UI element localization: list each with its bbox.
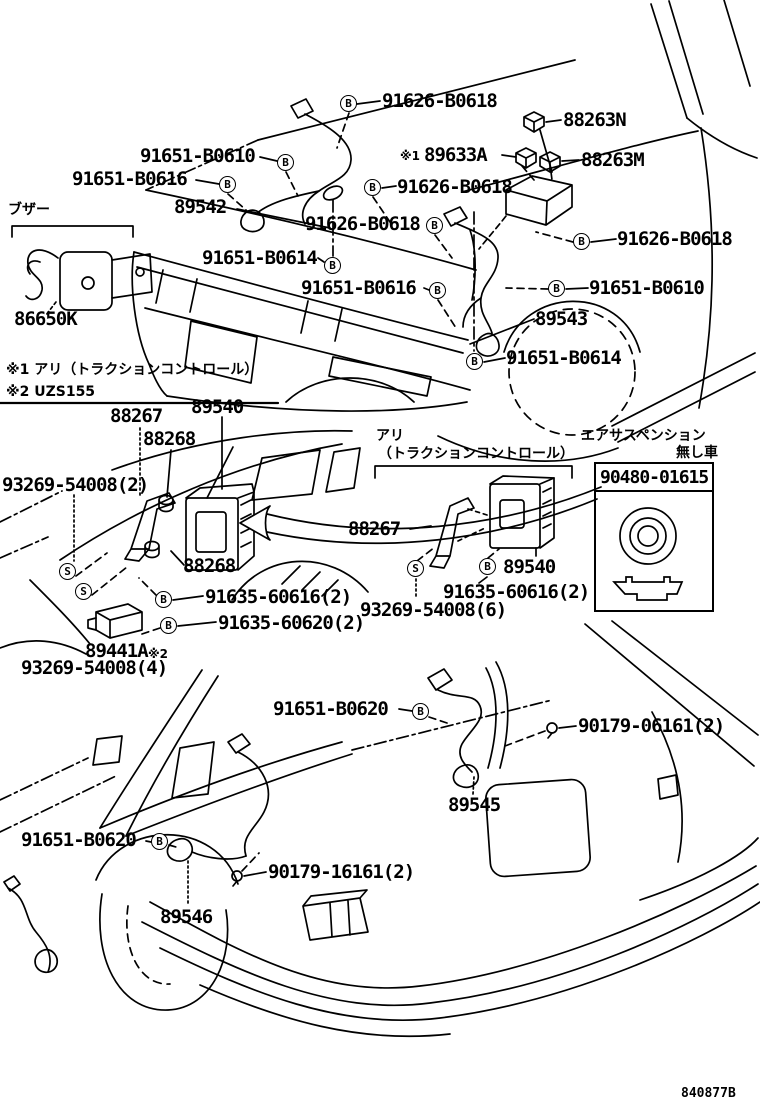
bolt-marker-icon: B (466, 353, 483, 370)
front-car-art (131, 0, 758, 443)
bolt-marker-icon: B (160, 617, 177, 634)
part-label-89540-1: 89540 (191, 396, 244, 418)
part-label-89441A: 89441A (85, 640, 149, 662)
bolt-marker-icon: B (429, 282, 446, 299)
part-label-91635-60620: 91635-60620(2) (218, 612, 365, 634)
note1-caption: ※1 アリ（トラクションコントロール） (6, 362, 259, 378)
front-right-abs-harness-art (443, 206, 500, 357)
part-label-88263M: 88263M (581, 149, 645, 171)
part-label-93269-54008-4: 93269-54008(4) (21, 657, 168, 679)
part-label-89542: 89542 (174, 196, 227, 218)
part-label-89540-2: 89540 (503, 556, 556, 578)
part-label-88263N: 88263N (563, 109, 627, 131)
bolt-marker-icon: B (155, 591, 172, 608)
note2-ref-mark: ※2 (148, 647, 169, 661)
screw-marker-icon: S (407, 560, 424, 577)
part-label-90480-01615: 90480-01615 (596, 464, 712, 492)
part-label-93269-54008-6: 93269-54008(6) (360, 599, 507, 621)
grommet-drawing (612, 507, 684, 601)
bolt-marker-icon: B (277, 154, 294, 171)
part-label-90179-06161: 90179-06161(2) (578, 715, 725, 737)
note2-caption: ※2 UZS155 (6, 384, 96, 400)
part-label-86650K: 86650K (14, 308, 78, 330)
part-label-89546: 89546 (160, 906, 213, 928)
note1-ref-mark: ※1 (400, 149, 421, 163)
part-label-91626-B0618-3: 91626-B0618 (305, 213, 421, 235)
buzzer-caption: ブザー (8, 202, 50, 218)
bolt-marker-icon: B (573, 233, 590, 250)
part-label-91635-60616-2: 91635-60616(2) (443, 581, 590, 603)
bolt-marker-icon: B (412, 703, 429, 720)
air-susp-caption-line1: エアサスペンション (581, 428, 706, 444)
bolt-marker-icon: B (364, 179, 381, 196)
rear-left-abs-harness-art (3, 733, 270, 974)
part-label-91651-B0616-1: 91651-B0616 (72, 168, 188, 190)
bolt-marker-icon: B (151, 833, 168, 850)
relay-box-art (478, 111, 573, 250)
front-left-abs-harness-art (240, 98, 352, 233)
part-label-89543: 89543 (535, 308, 588, 330)
relay-cube-icon (515, 147, 537, 169)
tc-caption-line1: アリ (376, 428, 404, 444)
part-label-88268-1: 88268 (143, 428, 196, 450)
rear-car-art (0, 620, 760, 1038)
part-label-90179-16161: 90179-16161(2) (268, 861, 415, 883)
part-label-91651-B0616-2: 91651-B0616 (301, 277, 417, 299)
rear-right-abs-harness-art (427, 661, 509, 789)
bottom-leader-lines (145, 708, 577, 907)
part-label-91626-B0618-4: 91626-B0618 (617, 228, 733, 250)
top-leader-lines (195, 100, 617, 363)
part-label-91651-B0620-1: 91651-B0620 (273, 698, 389, 720)
part-label-91651-B0614-2: 91651-B0614 (506, 347, 622, 369)
part-label-88267-2: 88267 (348, 518, 401, 540)
bolt-marker-icon: B (219, 176, 236, 193)
part-label-91651-B0610-2: 91651-B0610 (589, 277, 705, 299)
screw-marker-icon: S (59, 563, 76, 580)
air-susp-caption-line2: 無し車 (676, 445, 718, 461)
middle-leader-lines (73, 416, 223, 635)
bolt-marker-icon: B (324, 257, 341, 274)
part-label-88267-1: 88267 (110, 405, 163, 427)
part-label-89545: 89545 (448, 794, 501, 816)
part-label-91651-B0614-1: 91651-B0614 (202, 247, 318, 269)
location-arrow-icon (239, 486, 602, 545)
part-label-91651-B0620-2: 91651-B0620 (21, 829, 137, 851)
bolt-marker-icon: B (426, 217, 443, 234)
deceleration-sensor-art (87, 603, 143, 639)
clip-bolt-icon (231, 722, 558, 887)
relay-cube-icon (523, 111, 545, 133)
part-label-89633A: 89633A (424, 144, 488, 166)
cabin-art (0, 429, 619, 655)
part-label-91626-B0618-2: 91626-B0618 (397, 176, 513, 198)
figure-code: 840877B (681, 1086, 736, 1101)
part-label-91635-60616-1: 91635-60616(2) (205, 586, 352, 608)
bolt-marker-icon: B (548, 280, 565, 297)
bolt-marker-icon: B (479, 558, 496, 575)
inset-grommet-box: 90480-01615 (594, 462, 714, 612)
part-label-91651-B0610-1: 91651-B0610 (140, 145, 256, 167)
part-label-93269-54008-2: 93269-54008(2) (2, 474, 149, 496)
tc-caption-line2: （トラクションコントロール） (378, 446, 574, 462)
buzzer-art (11, 225, 153, 316)
screw-marker-icon: S (75, 583, 92, 600)
tc-group-art (374, 465, 573, 600)
part-label-91626-B0618-1: 91626-B0618 (382, 90, 498, 112)
part-label-88268-2: 88268 (183, 555, 236, 577)
bolt-marker-icon: B (340, 95, 357, 112)
